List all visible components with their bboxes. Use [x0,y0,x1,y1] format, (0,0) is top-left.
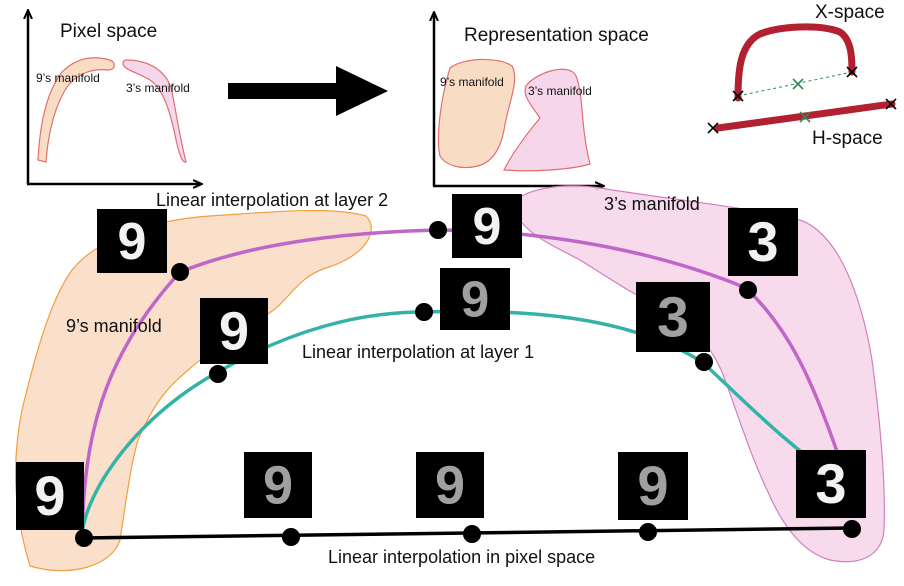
layer1-label: Linear interpolation at layer 1 [302,342,534,362]
pixel-point [639,523,657,541]
layer1-point [695,353,713,371]
layer1-point [415,303,433,321]
h-space-midpoint-icon [799,111,811,123]
nine-manifold-label: 9’s manifold [66,316,162,336]
digit-glyph: 9 [435,455,465,515]
repr-space-nine-manifold [437,58,516,169]
transform-arrow [228,66,388,116]
digit-tile: 9 [618,452,688,520]
pixel-space-nine-label: 9’s manifold [36,71,100,85]
x-space-midpoint-icon [792,78,804,90]
h-space-endpoint-icon [885,98,897,110]
digit-glyph: 3 [747,210,778,273]
h-space-label: H-space [812,128,883,149]
repr-space-three-label: 3’s manifold [528,84,592,98]
layer1-point [209,365,227,383]
digit-glyph: 9 [637,454,668,517]
xh-space-panel: X-space H-space [707,2,897,149]
pixel-point [282,528,300,546]
digit-tiles: 9 9 3 9 9 3 9 9 9 9 3 [16,194,866,530]
digit-tile: 9 [97,209,167,273]
pixel-label: Linear interpolation in pixel space [328,547,595,567]
pixel-point [843,520,861,538]
repr-space-title: Representation space [464,25,649,46]
digit-tile: 9 [416,452,484,518]
x-space-curve [734,23,856,102]
x-space-endpoint-icon [846,66,858,78]
layer2-point [739,281,757,299]
x-space-interpolation [737,71,853,97]
pixel-space-title: Pixel space [60,21,157,42]
pixel-point [75,529,93,547]
digit-tile: 9 [452,194,522,258]
digit-glyph: 9 [34,464,65,527]
pixel-space-nine-manifold [37,57,115,163]
digit-tile: 9 [244,452,312,518]
repr-space-nine-label: 9’s manifold [440,75,504,89]
pixel-space-three-label: 3’s manifold [126,81,190,95]
digit-tile: 9 [440,268,510,330]
digit-tile: 3 [636,282,710,352]
digit-tile: 9 [200,298,268,364]
nine-manifold-region [14,209,372,572]
x-space-label: X-space [815,2,885,23]
digit-tile: 9 [16,462,84,530]
layer2-point [171,263,189,281]
digit-tile: 3 [796,450,866,518]
x-space-endpoint-icon [732,90,744,102]
three-manifold-label: 3’s manifold [604,194,700,214]
pixel-point [463,525,481,543]
pixel-space-three-manifold [122,59,187,163]
digit-glyph: 9 [219,301,249,361]
repr-space-three-manifold [503,68,591,172]
digit-glyph: 3 [657,286,689,350]
digit-glyph: 9 [263,455,293,515]
layer2-point [429,221,447,239]
digit-glyph: 9 [118,213,147,271]
digit-tile: 3 [728,208,798,276]
digit-glyph: 9 [473,198,502,256]
digit-glyph: 9 [461,270,489,327]
pixel-space-panel: Pixel space 9’s manifold 3’s manifold [27,12,200,184]
representation-space-panel: Representation space 9’s manifold 3’s ma… [433,14,649,186]
digit-glyph: 3 [815,452,846,515]
h-space-endpoint-icon [707,122,719,134]
layer2-label: Linear interpolation at layer 2 [156,190,388,210]
